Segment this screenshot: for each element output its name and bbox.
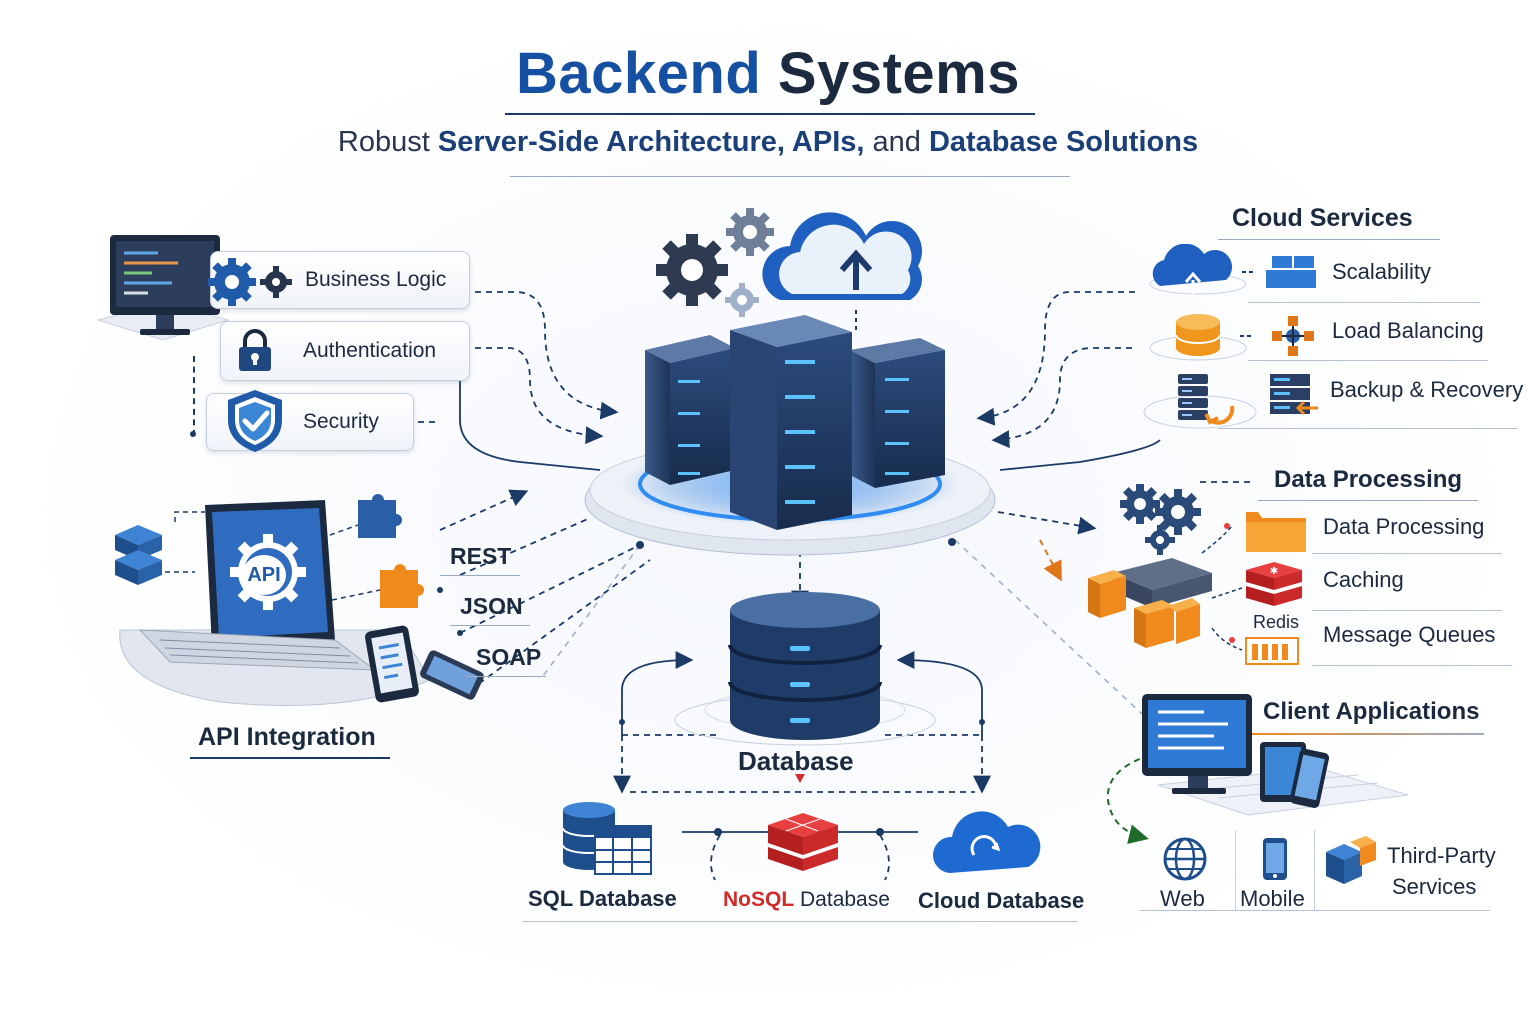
data-processing-item-label: Data Processing xyxy=(1323,514,1485,539)
subtitle-underline xyxy=(510,176,1070,177)
database-title: Database xyxy=(738,746,854,776)
protocol-rest: REST xyxy=(450,543,512,569)
third-party-label-line1: Third-Party xyxy=(1387,843,1496,868)
client-devices-illustration xyxy=(1142,694,1409,816)
data-processing-item-underline xyxy=(1312,553,1502,554)
nosql-database-icon xyxy=(768,813,838,871)
api-integration-underline xyxy=(190,757,390,759)
load-balancing-icons xyxy=(1149,314,1314,361)
sql-database-icon xyxy=(562,802,652,875)
third-party-label-line2: Services xyxy=(1392,874,1477,899)
nosql-database-label: NoSQL Database xyxy=(723,888,890,912)
left-dashed-line xyxy=(193,356,195,436)
message-queues-label: Message Queues xyxy=(1323,622,1496,647)
title-part-systems: Systems xyxy=(777,41,1020,106)
protocol-soap: SOAP xyxy=(476,644,542,670)
database-row-underline xyxy=(522,921,1078,922)
client-applications-underline xyxy=(1248,733,1484,735)
title-part-backend: Backend xyxy=(515,41,762,106)
api-integration-title: API Integration xyxy=(198,723,376,751)
subtitle: Robust Server-Side Architecture, APIs, a… xyxy=(0,126,1536,159)
client-separator-1 xyxy=(1235,830,1236,910)
client-applications-title: Client Applications xyxy=(1263,698,1480,725)
lock-icon xyxy=(239,329,271,371)
cloud-services-title: Cloud Services xyxy=(1232,204,1413,232)
caching-underline xyxy=(1312,610,1502,611)
authentication-label: Authentication xyxy=(303,339,437,362)
code-monitor-icon xyxy=(96,235,230,341)
message-queues-underline xyxy=(1312,665,1512,666)
cloud-services-underline xyxy=(1218,239,1440,240)
database-cylinder-icon xyxy=(674,592,936,746)
redis-label: Redis xyxy=(1253,612,1300,632)
mobile-label: Mobile xyxy=(1240,886,1305,911)
json-underline xyxy=(450,625,530,626)
protocol-json: JSON xyxy=(460,593,523,619)
api-laptop-illustration xyxy=(115,494,484,707)
globe-icon xyxy=(1163,837,1207,881)
nosql-prefix: NoSQL xyxy=(723,888,795,911)
subtitle-plain-1: Robust xyxy=(337,126,430,158)
scalability-icons xyxy=(1149,244,1316,295)
svg-text:✱: ✱ xyxy=(1270,566,1278,577)
client-separator-2 xyxy=(1314,830,1315,910)
data-processing-illustration: ✱ xyxy=(1088,484,1306,665)
third-party-label: Third-Party Services xyxy=(1387,840,1496,902)
sql-database-label: SQL Database xyxy=(528,886,677,911)
backup-recovery-underline xyxy=(1218,428,1518,429)
cloud-database-icon xyxy=(932,811,1041,873)
central-server-illustration xyxy=(584,208,996,556)
scalability-underline xyxy=(1248,302,1480,303)
backup-recovery-icons xyxy=(1143,374,1318,429)
client-apps-underline xyxy=(1140,910,1490,911)
third-party-puzzle-icon xyxy=(1326,836,1376,884)
api-laptop-label: API xyxy=(242,555,286,595)
nosql-suffix: Database xyxy=(800,888,890,911)
shield-check-icon xyxy=(228,390,282,452)
security-label: Security xyxy=(303,410,379,433)
load-balancing-label: Load Balancing xyxy=(1332,318,1484,343)
cloud-database-label: Cloud Database xyxy=(918,888,1085,913)
gears-icon xyxy=(208,258,292,306)
scalability-label: Scalability xyxy=(1332,259,1432,284)
page-title: Backend Systems xyxy=(0,40,1536,107)
load-balancing-underline xyxy=(1248,360,1488,361)
rest-underline xyxy=(440,575,520,576)
data-processing-title: Data Processing xyxy=(1274,466,1463,493)
subtitle-highlight-1: Server-Side Architecture, APIs, xyxy=(437,126,865,158)
subtitle-highlight-2: Database Solutions xyxy=(928,126,1199,158)
subtitle-plain-2: and xyxy=(872,126,921,158)
web-label: Web xyxy=(1160,886,1205,911)
caching-label: Caching xyxy=(1323,567,1404,592)
backup-recovery-label: Backup & Recovery xyxy=(1330,377,1524,402)
business-logic-label: Business Logic xyxy=(305,268,447,291)
mobile-icon xyxy=(1263,838,1287,880)
business-logic-item[interactable]: Business Logic xyxy=(210,251,470,309)
soap-underline xyxy=(466,676,546,677)
data-processing-underline xyxy=(1258,500,1478,501)
title-underline xyxy=(505,113,1035,115)
